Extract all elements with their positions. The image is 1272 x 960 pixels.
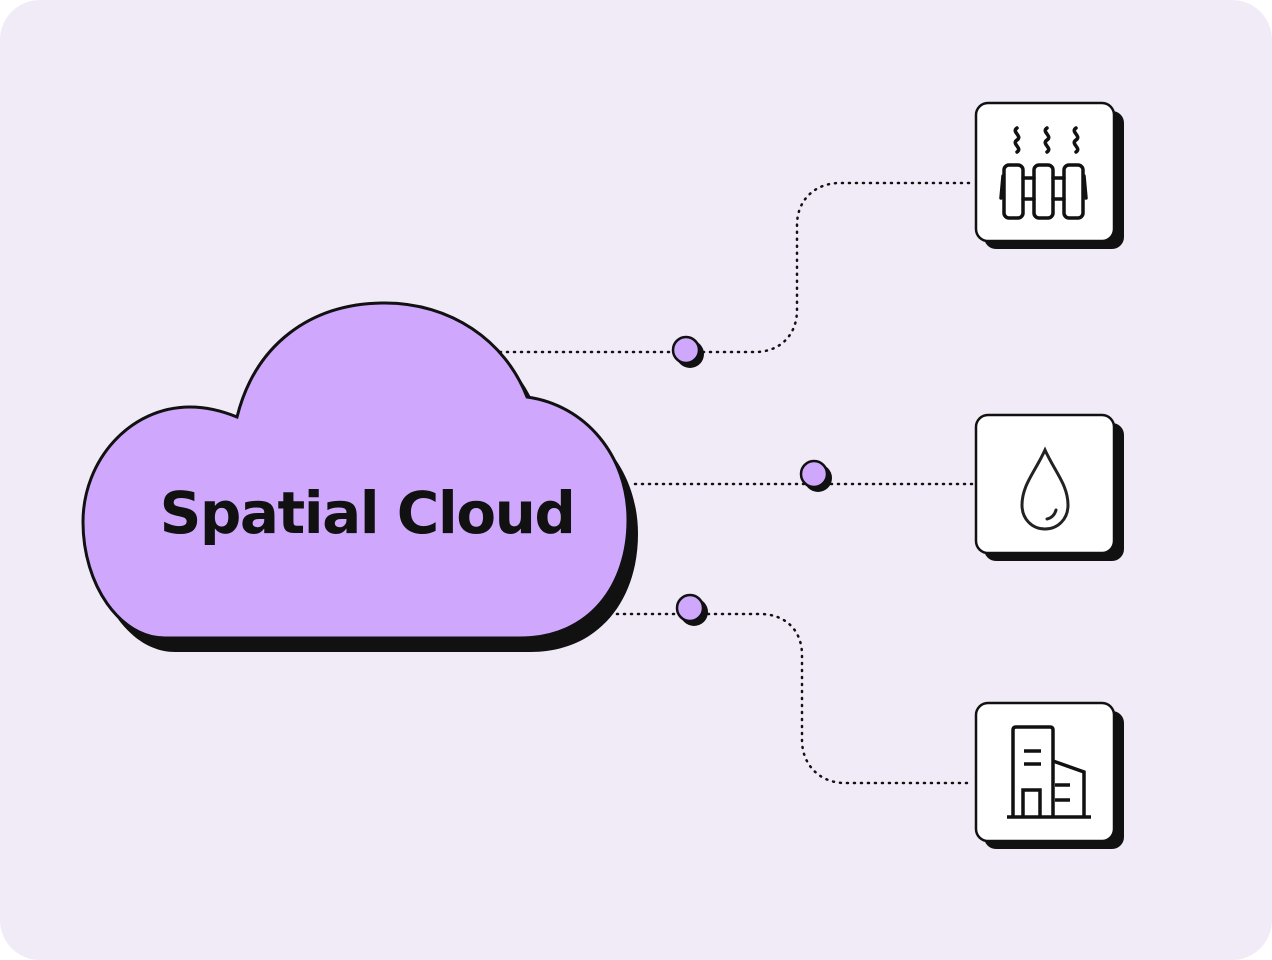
radiator-icon [999,126,1088,220]
connector-dots [671,335,832,626]
node-buildings[interactable] [974,701,1124,849]
connector-dot-top [671,335,701,365]
water-drop-icon [1020,446,1070,531]
cloud: Spatial Cloud [81,301,638,652]
node-heating[interactable] [974,101,1124,249]
connector-dot-bottom [675,593,705,623]
building-icon [1007,725,1091,819]
cloud-shape [81,301,630,640]
connector-top [498,181,972,354]
connector-bottom [608,612,972,785]
cloud-label: Spatial Cloud [160,479,575,547]
node-water[interactable] [974,413,1124,561]
connector-dot-middle [799,459,829,489]
